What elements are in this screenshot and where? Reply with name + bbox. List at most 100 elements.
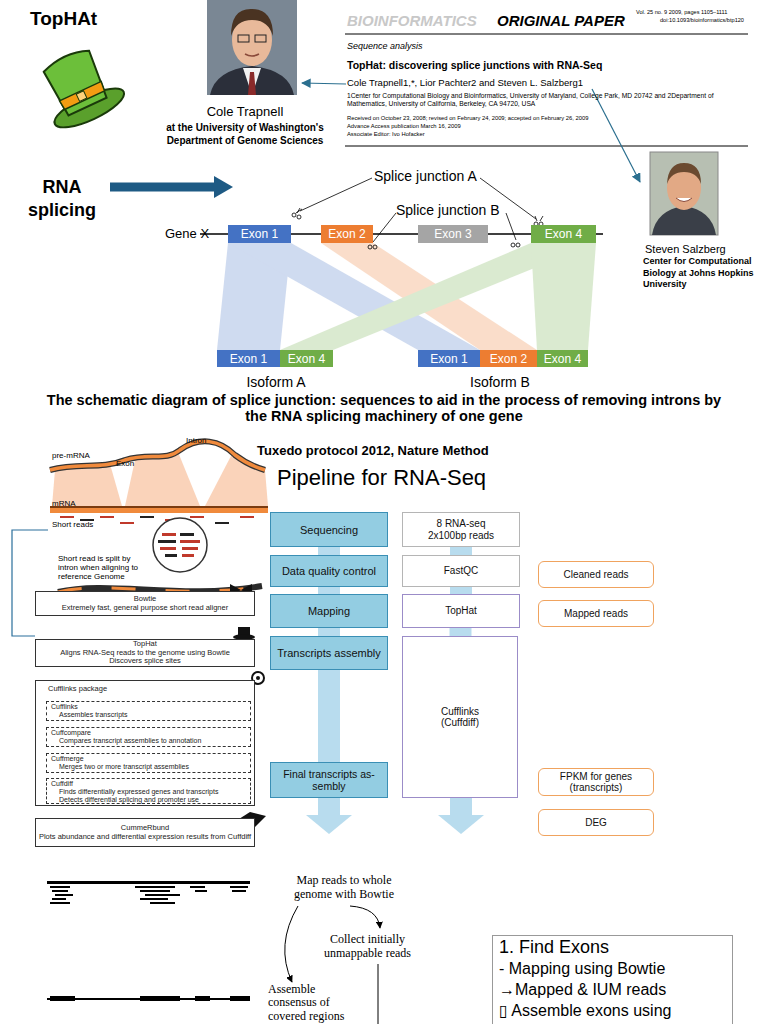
- flow-arrow: [378, 964, 379, 1024]
- read-alignment-figure: [50, 996, 75, 1001]
- read-alignment-figure: [140, 890, 170, 892]
- node-text: 8 RNA-seq 2x100bp reads: [423, 518, 499, 541]
- node-text: →Mapped & IUM reads: [499, 979, 666, 1000]
- node-text: Exon 1: [230, 352, 267, 366]
- exon-block: Exon 1: [228, 225, 291, 243]
- step-box: Sequencing: [270, 512, 388, 547]
- node-text: Exon 2: [328, 227, 365, 241]
- portrait-photo: [650, 152, 718, 235]
- label-text: Associate Editor: Ivo Hofacker: [347, 131, 425, 138]
- node-text: FastQC: [444, 565, 478, 577]
- node-text: Exon 2: [490, 352, 527, 366]
- hat-icon: [60, 81, 106, 110]
- flow-band-head: [318, 798, 340, 816]
- flow-band-head: [306, 798, 484, 834]
- flow-band-head: [450, 798, 472, 816]
- paper-rule: [345, 34, 748, 35]
- read-alignment-figure: [140, 996, 180, 1001]
- splicing-illustration: [180, 533, 194, 536]
- flow-band: [318, 670, 340, 762]
- scissors-symbol: [296, 209, 302, 213]
- node-text: Mapping: [308, 605, 350, 617]
- splicing-illustration: [120, 522, 134, 524]
- node-text: Final transcripts as- sembly: [273, 768, 385, 792]
- node-text: Aligns RNA-Seq reads to the genome using…: [60, 649, 230, 658]
- label-text: 1Center for Computational Biology and Bi…: [347, 92, 745, 109]
- label-text: Vol. 25 no. 9 2009, pages 1105–1111: [636, 9, 727, 15]
- portrait-photo: [652, 206, 716, 235]
- splicing-illustration: [50, 506, 268, 508]
- splicing-illustration: [140, 516, 154, 518]
- label-text: Received on October 23, 2008; revised on…: [347, 115, 588, 122]
- node-text: CummeRbund: [121, 824, 169, 833]
- label-text: Map reads to whole genome with Bowtie: [285, 873, 403, 902]
- splicing-illustration: [50, 441, 268, 592]
- step-box: Mapping: [270, 594, 388, 628]
- label-text: ORIGINAL PAPER: [497, 12, 625, 29]
- node-text: ▯ Assemble exons using: [499, 1000, 671, 1021]
- splicing-illustration: [60, 516, 74, 518]
- flow-arrow: [285, 906, 298, 982]
- scissors-symbol: [368, 245, 372, 249]
- note-box: 1. Find Exons- Mapping using Bowtie→Mapp…: [492, 935, 733, 1024]
- title-text: TopHAt: [30, 8, 97, 30]
- tool-box: 8 RNA-seq 2x100bp reads: [402, 512, 520, 547]
- leader-arrow: [592, 89, 640, 182]
- label-text: Sequence analysis: [347, 41, 423, 51]
- label-text: Isoform A: [236, 374, 316, 390]
- splicing-illustration: [165, 554, 177, 557]
- output-box: Mapped reads: [538, 600, 654, 627]
- exon-block: Exon 1: [217, 350, 280, 367]
- portrait-photo: [248, 72, 256, 95]
- node-text: Detects differential splicing and promot…: [51, 796, 246, 804]
- splicing-illustration: [50, 506, 268, 513]
- output-box: DEG: [538, 809, 654, 836]
- flow-band: [318, 587, 340, 594]
- read-alignment-figure: [52, 898, 66, 900]
- flow-band: [450, 628, 472, 636]
- scissors-symbol: [511, 243, 515, 247]
- read-alignment-figure: [195, 996, 210, 1001]
- label-text: Isoform B: [460, 374, 540, 390]
- label-text: Pipeline for RNA-Seq: [277, 465, 486, 490]
- flow-band: [450, 587, 472, 594]
- scissors-symbol: [535, 216, 537, 221]
- tool-box: Cufflinks (Cuffdiff): [402, 636, 518, 798]
- paper-rule: [345, 34, 748, 146]
- label-text: Intron: [186, 436, 206, 445]
- node-text: Plots abundance and differential express…: [39, 833, 251, 842]
- read-alignment-figure: [230, 886, 248, 888]
- exon-block: Exon 4: [531, 225, 596, 243]
- label-text: Tuxedo protocol 2012, Nature Method: [257, 444, 489, 459]
- tool-box: BowtieExtremely fast, general purpose sh…: [35, 591, 255, 616]
- node-text: TopHat: [133, 640, 157, 649]
- label-text: TopHat: discovering splice junctions wit…: [347, 59, 602, 71]
- read-alignment-figure: [150, 902, 175, 904]
- caption-text: The schematic diagram of splice junction…: [40, 392, 728, 424]
- tool-box: CummeRbundPlots abundance and differenti…: [35, 818, 255, 847]
- tool-box: CuffdiffFinds differentially expressed g…: [46, 778, 251, 804]
- step-box: Transcripts assembly: [270, 636, 388, 670]
- block-arrow: [110, 176, 233, 198]
- read-alignment-figure: [145, 894, 180, 896]
- label-text: Gene X: [165, 227, 209, 242]
- hat-icon: [76, 91, 87, 102]
- node-text: Cufflinks: [51, 703, 246, 711]
- step-box: Final transcripts as- sembly: [270, 762, 388, 798]
- tool-box: FastQC: [402, 555, 520, 587]
- node-text: Bowtie: [134, 595, 157, 604]
- flow-band: [318, 628, 340, 636]
- node-text: Cuffmerge: [51, 755, 246, 763]
- read-alignment-figure: [47, 881, 250, 1001]
- tool-box: CuffmergeMerges two or more transcript a…: [46, 753, 251, 773]
- node-text: Exon 1: [430, 352, 467, 366]
- read-alignment-figure: [190, 886, 205, 888]
- splicing-illustration: [205, 454, 268, 506]
- node-text: FPKM for genes (transcripts): [543, 771, 649, 794]
- bracket-line: [12, 530, 48, 636]
- label-text: Short reads: [52, 520, 93, 529]
- splicing-illustration: [240, 516, 254, 518]
- node-text: Cuffdiff: [51, 780, 246, 788]
- node-text: Transcripts assembly: [277, 647, 381, 659]
- splicing-illustration: [190, 516, 204, 518]
